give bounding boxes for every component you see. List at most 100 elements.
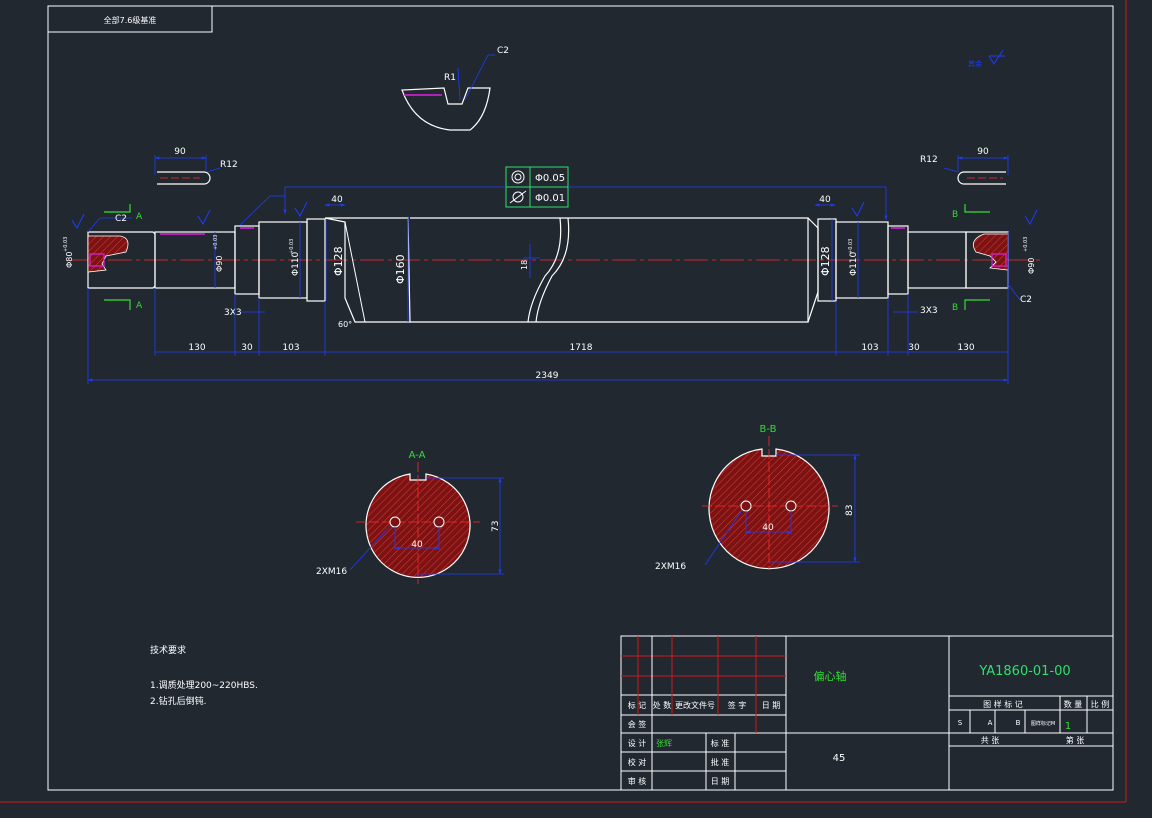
dim-left-30: 30 [241,343,253,353]
dia-90-right: Φ90 [1027,258,1036,274]
detail-r1: R1 [444,73,456,83]
keyway-right-length: 90 [977,147,989,157]
drawing-frame: 全部7.6级基准 [0,0,1127,803]
dia-80: Φ80 [65,252,74,268]
tol-plus-4: +0.03 [848,239,854,254]
tolerance-frame: Φ0.05 Φ0.01 [283,166,888,221]
section-bb-title: B-B [760,424,777,435]
dia-110-left: Φ110 [291,251,301,276]
roughness-icon-4 [851,201,865,218]
dia-128-right: Φ128 [819,246,832,276]
tb-part-name: 偏心轴 [814,669,847,683]
tb-qty-header: 数 量 [1064,699,1083,709]
dim-total-2349: 2349 [536,371,559,381]
section-aa-height: 73 [491,521,501,532]
tb-header-4: 日 期 [762,701,781,710]
tb-row-1: 设 计 [628,738,647,748]
dia-110-right: Φ110 [849,251,859,276]
groove-left: 3X3 [224,308,242,318]
tech-heading: 技术要求 [150,644,186,656]
dim-right-130: 130 [957,343,974,353]
section-aa-title: A-A [409,450,426,461]
keyway-left-radius: R12 [220,160,238,170]
section-b-top: B [952,210,958,220]
dim-mid-1718: 1718 [570,343,593,353]
dia-128-left: Φ128 [332,246,345,276]
tb-stage-b: B [1016,719,1021,727]
keyway-left-length: 90 [174,147,186,157]
header-note: 全部7.6级基准 [104,15,157,25]
tb-sheet-no: 第 张 [1066,735,1085,745]
tol-row2: Φ0.01 [535,193,565,204]
tb-qty-value: 1 [1065,721,1071,732]
tb-sheets-total: 共 张 [981,736,1000,745]
section-bb-height: 83 [845,505,855,516]
section-aa-spacing: 40 [411,540,423,550]
ecc-18: 18 [520,260,529,270]
dim-right-30: 30 [908,343,920,353]
tol-plus-5: +0.03 [1023,237,1029,252]
tol-plus-3: +0.03 [289,239,295,254]
section-aa-thread: 2XM16 [316,567,347,577]
chamfer-right: C2 [1020,295,1032,305]
section-bb-thread: 2XM16 [655,562,686,572]
tech-item2: 2.钻孔后倒钝. [150,695,206,707]
tech-item1: 1.调质处理200~220HBS. [150,679,258,691]
tb-material: 45 [833,753,846,764]
tol-row1: Φ0.05 [535,173,565,184]
tb-scale-header: 比 例 [1091,699,1110,709]
detail-c2: C2 [497,46,509,56]
concentricity-icon [511,170,525,184]
tb-designer: 张辉 [656,739,672,748]
angle-60: 60° [338,320,352,329]
section-aa-view: A-A 40 73 2XM16 [316,450,504,584]
tb-row-2: 校 对 [628,757,647,767]
tb-std: 标 准 [711,738,730,748]
section-a-bottom: A [136,301,143,311]
dia-160: Φ160 [394,254,407,284]
shaft-main-view: Φ80 Φ90 Φ110 Φ128 Φ160 18 Φ128 Φ110 Φ90 … [63,195,1040,384]
roughness-icon-3 [294,201,308,218]
roughness-icon [988,49,1004,65]
roughness-icon-5 [1024,209,1038,226]
tb-stage-s: S [958,719,963,727]
dia-90-left: Φ90 [215,256,224,272]
chamfer-left: C2 [115,214,127,224]
tol-plus-2: +0.03 [213,235,219,250]
dim-left-130: 130 [188,343,205,353]
dim-40-right: 40 [819,195,831,205]
keyway-left: 90 R12 [154,147,238,185]
title-block: 标 记 处 数 更改文件号 签 字 日 期 会 签 设 计 校 对 审 核 张辉… [620,635,1114,791]
keyway-right: 90 R12 [920,147,1009,185]
tb-stage-note: 图样标记M [1031,720,1055,727]
roughness-label: 其余 [968,59,982,68]
section-a-top: A [136,212,143,222]
cylindricity-icon [509,190,527,204]
dim-right-103: 103 [861,343,878,353]
roughness-icon-1 [197,209,211,226]
tb-date: 日 期 [711,777,730,786]
tb-row-0: 会 签 [628,719,647,729]
top-detail-view: R1 C2 [401,46,509,131]
dim-left-103: 103 [282,343,299,353]
section-b-bottom: B [952,303,958,313]
tb-row-3: 审 核 [628,776,647,786]
tb-stage-header: 图 样 标 记 [983,699,1023,709]
tb-stage-a: A [988,719,993,727]
roughness-icon-2 [71,213,85,230]
tech-requirements: 技术要求 1.调质处理200~220HBS. 2.钻孔后倒钝. [150,644,258,707]
tb-header-2: 更改文件号 [675,700,715,710]
groove-right: 3X3 [920,306,938,316]
tb-header-3: 签 字 [728,700,747,710]
tol-plus-1: +0.03 [63,237,69,252]
dim-40-left: 40 [331,195,343,205]
tb-drawing-number: YA1860-01-00 [978,664,1070,679]
general-roughness: 其余 [968,49,1005,68]
tb-approve: 批 准 [711,757,730,767]
tb-header-1: 处 数 [653,700,672,710]
section-bb-view: B-B 40 83 2XM16 [655,424,860,572]
keyway-right-radius: R12 [920,155,938,165]
tb-header-0: 标 记 [628,700,647,710]
section-bb-spacing: 40 [762,523,774,533]
